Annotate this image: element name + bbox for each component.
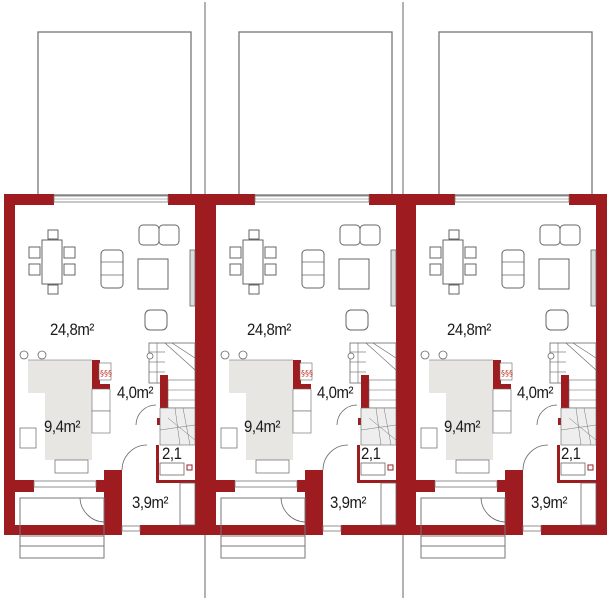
vestibule-area: 3,9m² [330, 493, 367, 512]
living-room-area: 24,8m² [447, 320, 491, 339]
vestibule-area: 3,9m² [531, 493, 568, 512]
hall-area: 4,0m² [317, 383, 354, 402]
vestibule-area: 3,9m² [132, 493, 169, 512]
living-room-area: 24,8m² [247, 320, 291, 339]
wc-area: 2,1 [162, 444, 182, 463]
hall-area: 4,0m² [117, 383, 154, 402]
hall-area: 4,0m² [517, 383, 554, 402]
kitchen-area: 9,4m² [44, 417, 81, 436]
kitchen-area: 9,4m² [444, 417, 481, 436]
living-room-area: 24,8m² [50, 320, 94, 339]
unit-1: 24,8m² 9,4m² 4,0m² 2,1 3,9m² [0, 0, 202, 600]
unit-2: 24,8m² 9,4m² 4,0m² 2,1 3,9m² [201, 0, 403, 600]
wc-area: 2,1 [561, 444, 581, 463]
kitchen-area: 9,4m² [244, 417, 281, 436]
unit-3: 24,8m² 9,4m² 4,0m² 2,1 3,9m² [401, 0, 603, 600]
wc-area: 2,1 [361, 444, 381, 463]
